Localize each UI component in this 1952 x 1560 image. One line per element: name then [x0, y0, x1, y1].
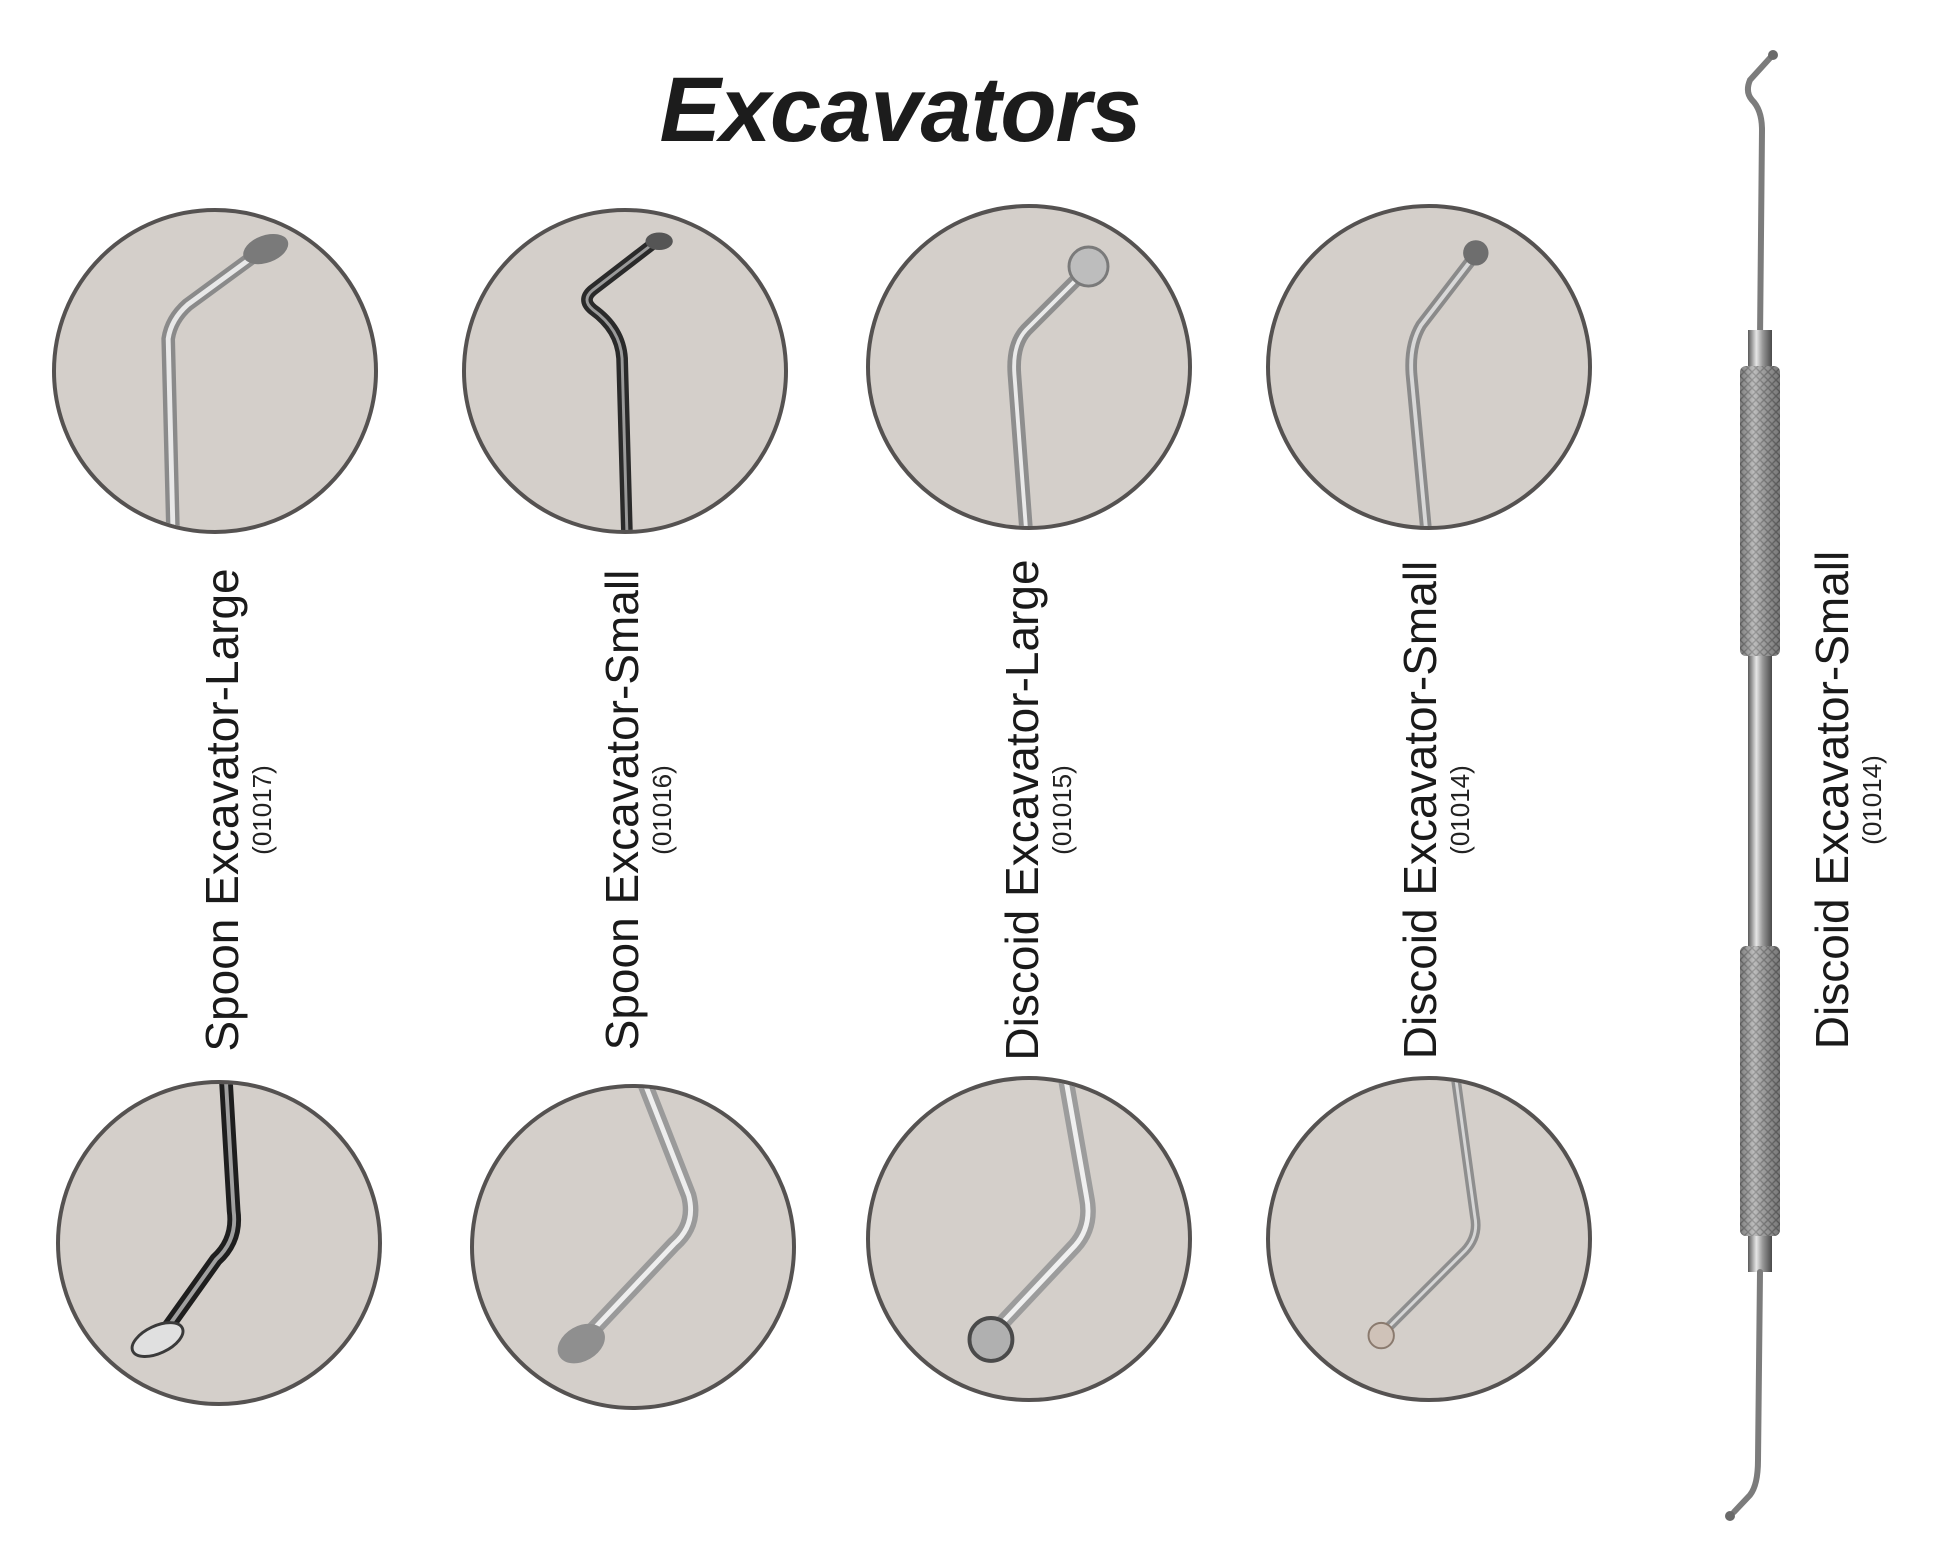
excavator-instrument-image — [1700, 40, 1820, 1540]
instrument-code: (01014) — [1857, 755, 1887, 845]
page-title: Excavators — [659, 59, 1142, 161]
spoon-small-tip-closeup-alt — [470, 1084, 796, 1410]
instrument-code: (01014) — [1445, 765, 1475, 855]
discoid-small-tip-closeup — [1266, 204, 1592, 530]
spoon-large-tip-closeup — [52, 208, 378, 534]
instrument-code: (01016) — [647, 765, 677, 855]
spoon-small-tip-closeup — [462, 208, 788, 534]
instrument-name: Spoon Excavator-Large — [196, 568, 248, 1052]
instrument-label: Spoon Excavator-Small (01016) — [596, 560, 677, 1060]
instrument-code: (01017) — [247, 765, 277, 855]
discoid-large-tip-closeup-alt — [866, 1076, 1192, 1402]
instrument-label: Discoid Excavator-Large (01015) — [996, 550, 1077, 1070]
instrument-name: Discoid Excavator-Large — [996, 559, 1048, 1061]
instrument-code: (01015) — [1047, 765, 1077, 855]
instrument-label: Spoon Excavator-Large (01017) — [196, 560, 277, 1060]
discoid-large-tip-closeup — [866, 204, 1192, 530]
instrument-label: Discoid Excavator-Small (01014) — [1394, 550, 1475, 1070]
instrument-name: Spoon Excavator-Small — [596, 569, 648, 1051]
spoon-large-tip-closeup-alt — [56, 1080, 382, 1406]
instrument-name: Discoid Excavator-Small — [1394, 560, 1446, 1060]
discoid-small-tip-closeup-alt — [1266, 1076, 1592, 1402]
